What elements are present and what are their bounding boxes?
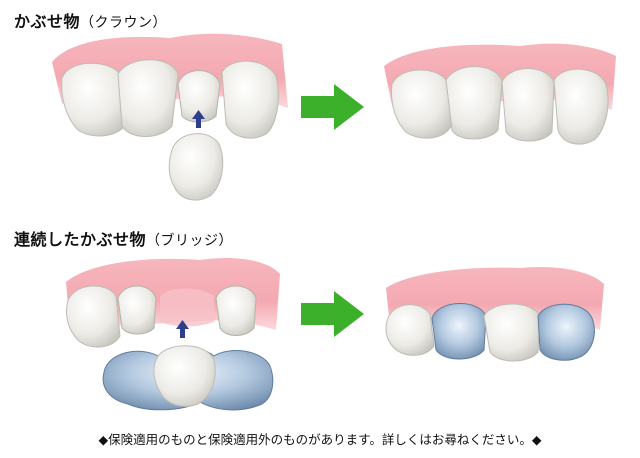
tooth	[554, 69, 608, 144]
tooth	[446, 67, 502, 140]
bridge-pontic	[154, 346, 215, 407]
crown-before	[52, 34, 288, 200]
bridge-pontic	[484, 304, 540, 361]
bridge-before	[66, 258, 280, 410]
prepared-abutment-tooth	[216, 286, 256, 336]
crown-cap	[169, 134, 223, 200]
missing-tooth-gap	[160, 289, 214, 327]
tooth	[66, 286, 120, 347]
right-arrow-icon	[301, 84, 364, 130]
tooth	[222, 61, 278, 138]
bridge-metal-crown	[432, 303, 486, 359]
bridge-metal-crown	[538, 304, 594, 360]
tooth	[386, 305, 434, 356]
crown-after	[384, 44, 616, 144]
right-arrow-icon	[301, 291, 364, 337]
insurance-note: ◆保険適用のものと保険適用外のものがあります。詳しくはお尋ねください。◆	[0, 429, 640, 448]
restored-crown-tooth	[502, 69, 554, 142]
tooth	[118, 60, 178, 137]
tooth	[392, 70, 452, 138]
bridge-after	[386, 267, 604, 361]
prepared-abutment-tooth	[118, 286, 156, 334]
